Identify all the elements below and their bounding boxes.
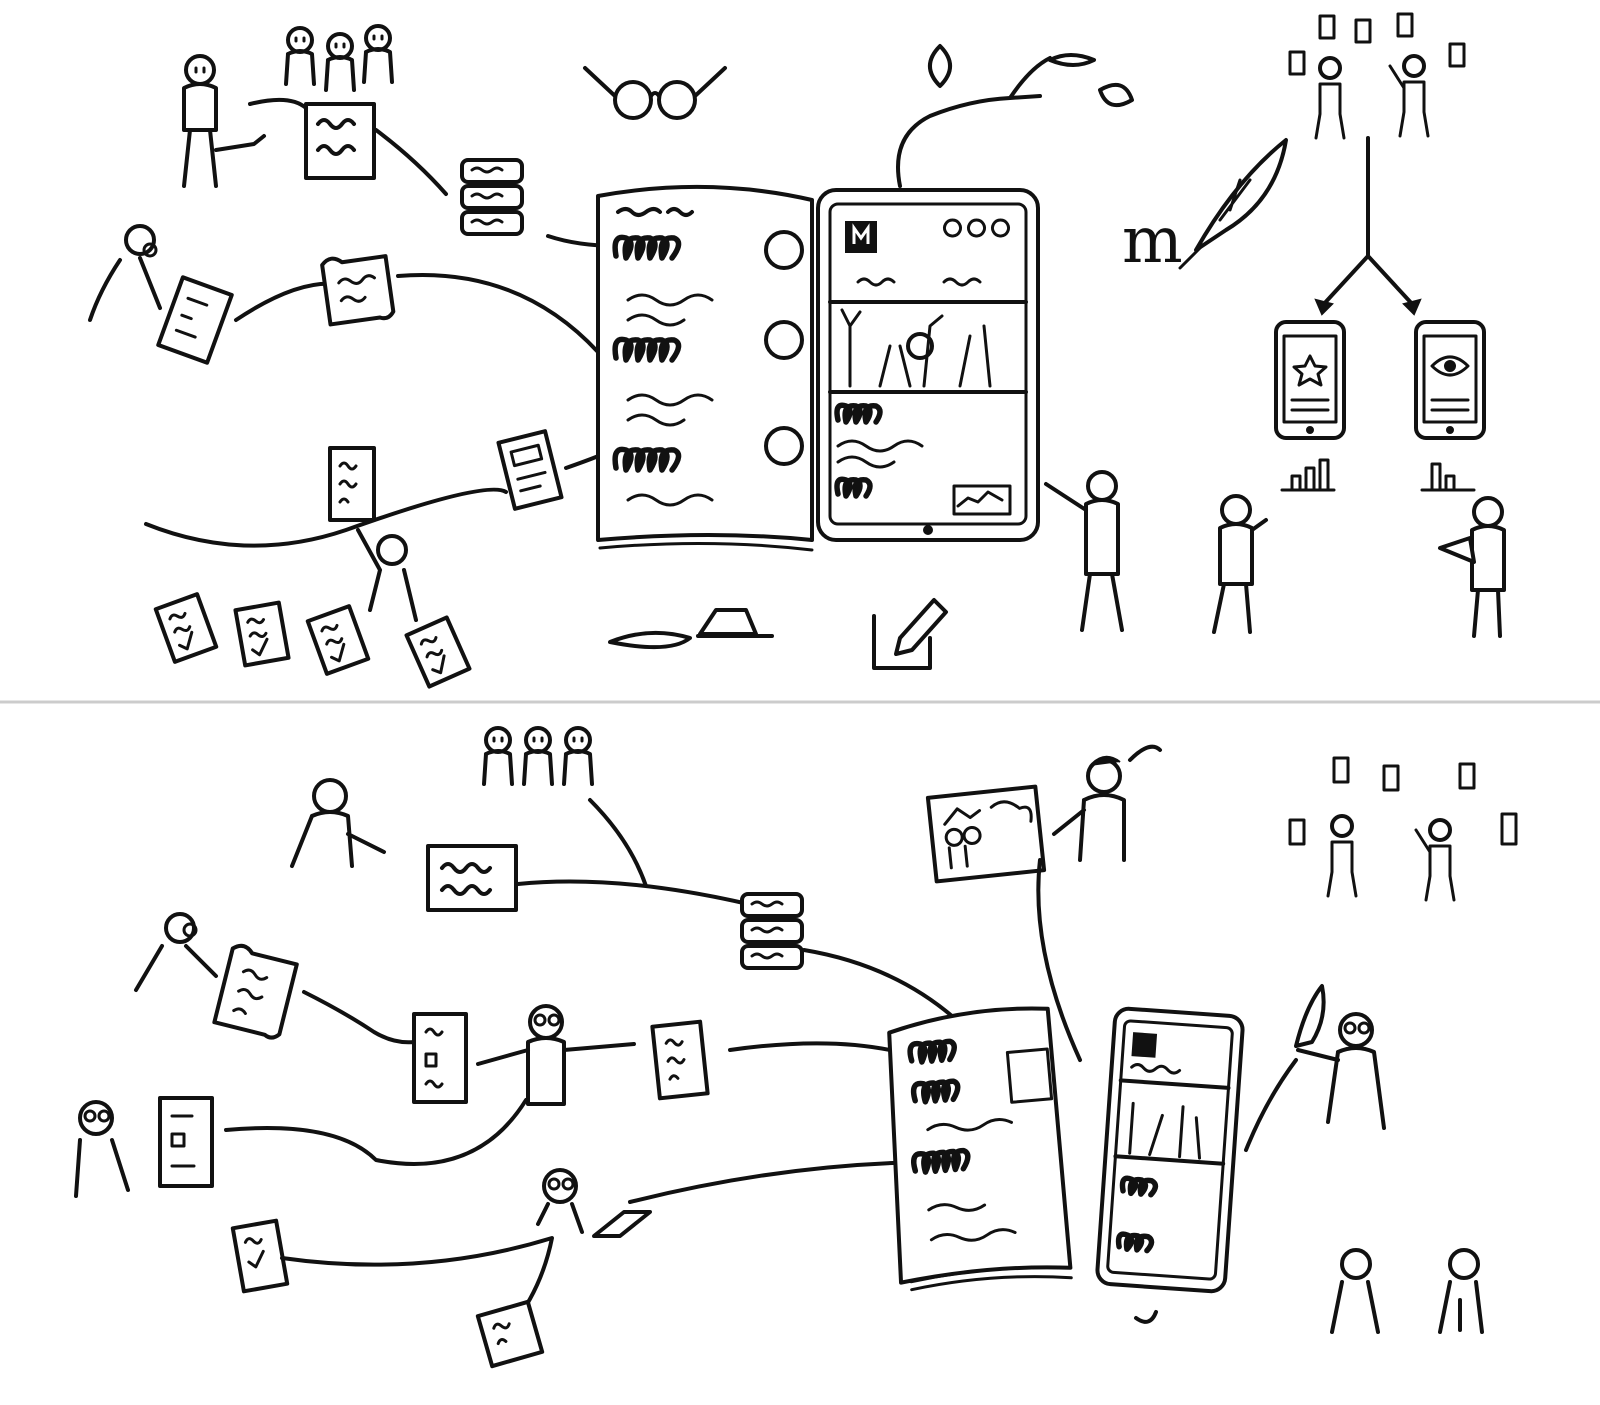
reader-person-icon bbox=[74, 1100, 130, 1198]
avatar-icon bbox=[764, 320, 804, 360]
chat-stack-icon bbox=[460, 158, 524, 236]
crowd-photo-icon bbox=[840, 308, 992, 388]
laptop-icon bbox=[592, 1210, 652, 1238]
signed-paper-icon bbox=[475, 1299, 545, 1369]
avatar-icon bbox=[764, 230, 804, 270]
bar-chart-icon bbox=[1280, 458, 1476, 492]
notes-document-icon bbox=[426, 844, 518, 912]
quill-user-person-icon bbox=[1244, 984, 1386, 1152]
clipboard-icon bbox=[156, 275, 234, 365]
book-spiral-row-3 bbox=[612, 446, 714, 507]
serif-m-letter: m bbox=[1122, 204, 1183, 278]
tablet-icon bbox=[1095, 1006, 1245, 1294]
flow-line-12 bbox=[628, 1160, 942, 1204]
book-spiral-row-2 bbox=[612, 336, 714, 427]
flow-line-14 bbox=[1036, 858, 1082, 1062]
photo-frame-icon bbox=[925, 784, 1047, 884]
brainstorm-people bbox=[1326, 814, 1456, 902]
card-document-icon bbox=[412, 1012, 468, 1104]
avatar-icon bbox=[764, 426, 804, 466]
book-spiral-row-1 bbox=[612, 234, 714, 327]
center-person-with-glasses-icon bbox=[476, 1004, 636, 1106]
flow-line-1 bbox=[248, 97, 448, 196]
flow-line-5 bbox=[144, 487, 508, 548]
presenter-person-icon bbox=[182, 54, 218, 188]
book-icon bbox=[887, 1006, 1073, 1292]
scroll-icon bbox=[320, 254, 396, 327]
chat-stack-icon bbox=[740, 892, 804, 970]
checklist-papers bbox=[153, 592, 472, 689]
note-taker-person-icon bbox=[1438, 496, 1506, 638]
top-panel: m bbox=[88, 12, 1506, 689]
idea-cards bbox=[1288, 756, 1518, 846]
mini-chart-icon bbox=[952, 484, 1012, 516]
audience-group bbox=[284, 24, 394, 92]
artist-person-icon bbox=[1052, 744, 1162, 862]
flow-line-4 bbox=[396, 273, 600, 354]
thinking-person-icon bbox=[1212, 494, 1268, 634]
phone-eye-icon bbox=[1414, 320, 1486, 440]
form-document-icon bbox=[158, 1096, 214, 1188]
flow-line-13 bbox=[280, 1236, 554, 1328]
writer-with-glasses-person-icon bbox=[88, 224, 162, 322]
flow-line-11 bbox=[224, 1098, 528, 1166]
glasses-icon bbox=[583, 66, 727, 120]
audience-group bbox=[482, 726, 594, 786]
quill-icon bbox=[1178, 138, 1288, 270]
book-icon bbox=[596, 184, 814, 552]
pencil-edit-icon bbox=[872, 598, 948, 670]
reader-person-icon bbox=[356, 528, 418, 622]
phone-star-icon bbox=[1274, 320, 1346, 440]
signed-paper-icon bbox=[230, 1218, 290, 1294]
presenter-arm bbox=[214, 134, 266, 152]
notes-document-icon bbox=[304, 102, 376, 180]
brainstorm-people bbox=[1314, 54, 1430, 140]
flow-line-7 bbox=[516, 798, 750, 906]
branch-arrows bbox=[1320, 136, 1416, 308]
sprout-icon bbox=[896, 44, 1134, 188]
writer-with-glasses-person-icon bbox=[134, 912, 218, 992]
presenter-person-icon bbox=[290, 778, 386, 868]
tablet-user-person-icon bbox=[1044, 470, 1124, 632]
hat-and-feather-icon bbox=[608, 608, 774, 650]
scroll-icon bbox=[212, 943, 299, 1040]
flow-line-3 bbox=[234, 281, 338, 322]
bottom-right-people bbox=[1330, 1248, 1484, 1334]
tablet-icon bbox=[816, 188, 1040, 542]
crowd-photo-icon bbox=[1005, 1047, 1054, 1104]
app-logo-icon bbox=[1131, 1032, 1158, 1058]
book-bookmark bbox=[1134, 1310, 1158, 1324]
question-document-icon bbox=[650, 1019, 710, 1101]
flow-line-9 bbox=[302, 990, 416, 1045]
idea-cards bbox=[1288, 12, 1466, 76]
card-document-icon bbox=[496, 429, 564, 511]
bottom-panel bbox=[74, 726, 1518, 1369]
laptop-user-person-icon bbox=[536, 1168, 652, 1238]
toolbar-icons bbox=[943, 218, 1010, 238]
raised-paper-icon bbox=[328, 446, 376, 522]
